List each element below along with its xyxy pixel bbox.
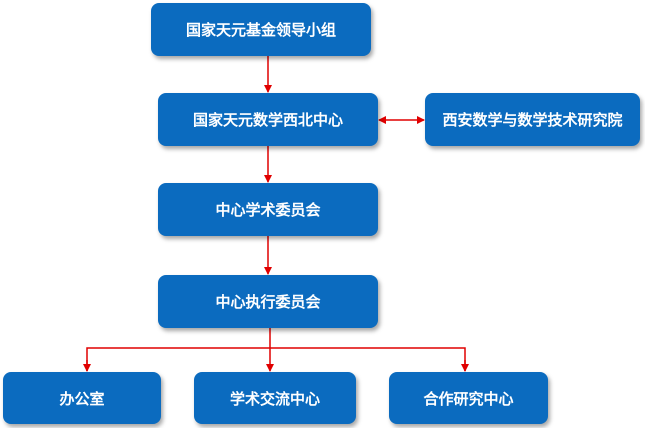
node-office: 办公室	[3, 372, 161, 424]
node-leading-group: 国家天元基金领导小组	[151, 3, 371, 56]
node-xian-institute: 西安数学与数学技术研究院	[425, 93, 640, 146]
branch-line	[86, 347, 466, 371]
node-academic-exchange: 学术交流中心	[194, 372, 356, 424]
node-northwest-center: 国家天元数学西北中心	[158, 93, 378, 146]
node-academic-committee: 中心学术委员会	[158, 183, 378, 236]
node-cooperative-research: 合作研究中心	[389, 372, 548, 424]
node-executive-committee: 中心执行委员会	[158, 275, 378, 328]
